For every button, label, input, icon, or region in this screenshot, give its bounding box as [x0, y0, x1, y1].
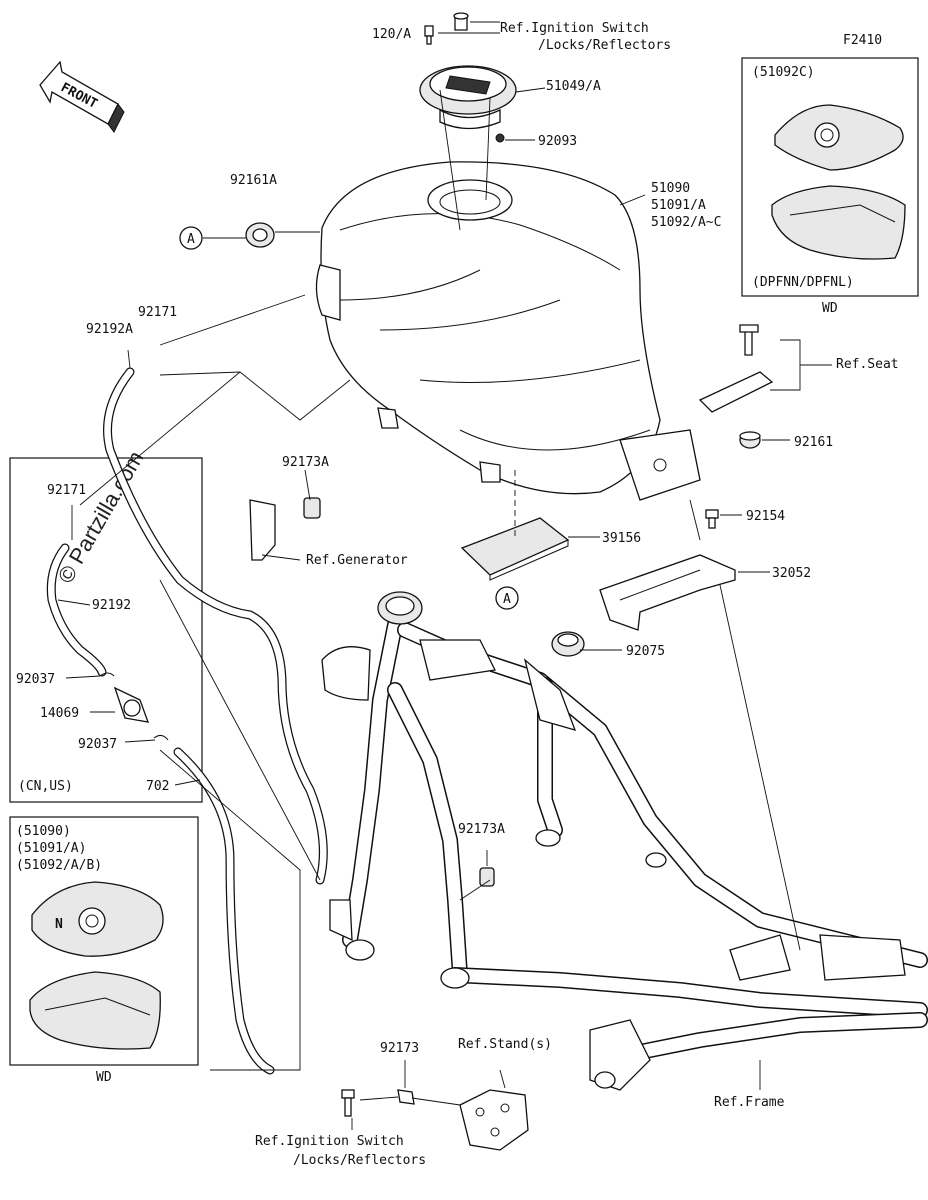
label-92192a: 92192A [86, 322, 133, 337]
collar-92173a-lower [479, 867, 495, 887]
label-ref-seat: Ref.Seat [836, 357, 899, 372]
label-92154: 92154 [746, 509, 785, 524]
label-92173a-upper: 92173A [282, 455, 329, 470]
clamp-92037-b [153, 734, 169, 741]
hose-92192a [103, 367, 328, 885]
label-32052: 32052 [772, 566, 811, 581]
svg-text:N: N [55, 917, 63, 932]
label-51049a: 51049/A [546, 79, 601, 94]
fuel-tank [315, 161, 701, 501]
svg-text:A: A [187, 232, 195, 247]
pad-39156 [460, 517, 570, 581]
bolt-92173 [341, 1089, 415, 1117]
diagram-id: F2410 [843, 33, 882, 48]
label-92173: 92173 [380, 1041, 419, 1056]
label-51091a: 51091/A [651, 198, 706, 213]
label-120a: 120/A [372, 27, 411, 42]
label-92037-lower: 92037 [78, 737, 117, 752]
inset-51092c: (51092C) (DPFNN/DPFNL) WD [741, 57, 919, 316]
grommet-92161a [245, 222, 275, 248]
inset-51090-caption: WD [96, 1070, 112, 1085]
hose-92192 [46, 543, 107, 677]
label-92161a: 92161A [230, 173, 277, 188]
inset-51092c-footer: (DPFNN/DPFNL) [752, 275, 854, 290]
inset-51090: (51090) (51091/A) (51092/A/B) N WD [9, 816, 199, 1085]
label-92093: 92093 [538, 134, 577, 149]
label-14069: 14069 [40, 706, 79, 721]
label-92161: 92161 [794, 435, 833, 450]
inset-51090-line3: (51092/A/B) [16, 858, 102, 873]
label-92171-upper: 92171 [138, 305, 177, 320]
callout-a-left: A [179, 226, 203, 250]
label-702: 702 [146, 779, 169, 794]
label-cn-us: (CN,US) [18, 779, 73, 794]
callout-a-frame: A [495, 586, 519, 610]
label-39156: 39156 [602, 531, 641, 546]
damper-92075 [551, 631, 585, 657]
inset-51092c-caption: WD [822, 301, 838, 316]
label-51092ac: 51092/A~C [651, 215, 721, 230]
label-92171-lower: 92171 [47, 483, 86, 498]
front-arrow-icon: FRONT [39, 60, 125, 133]
collar-92173a-upper [249, 497, 321, 561]
label-92075: 92075 [626, 644, 665, 659]
lock-cylinder [453, 12, 469, 31]
part-labels: 120/A Ref.Ignition Switch /Locks/Reflect… [16, 21, 899, 1168]
label-ref-ignition-bottom-2: /Locks/Reflectors [293, 1153, 426, 1168]
label-ref-ignition-top-2: /Locks/Reflectors [538, 38, 671, 53]
inset-51090-line2: (51091/A) [16, 841, 86, 856]
bolt-120a [424, 25, 434, 45]
label-51090: 51090 [651, 181, 690, 196]
clamp-92037-a [99, 672, 115, 677]
watermark: © Partzilla.com [53, 447, 149, 588]
label-ref-ignition-top-1: Ref.Ignition Switch [500, 21, 649, 36]
label-92192: 92192 [92, 598, 131, 613]
washer-92093 [495, 133, 505, 143]
leader-lines [57, 21, 832, 1130]
seat-bracket [698, 324, 774, 449]
label-92037-upper: 92037 [16, 672, 55, 687]
fuel-cap [419, 65, 517, 130]
filter-14069 [113, 686, 149, 723]
cn-us-box [9, 457, 203, 803]
hose-702 [173, 747, 275, 1075]
label-ref-ignition-bottom-1: Ref.Ignition Switch [255, 1134, 404, 1149]
inset-51092c-header: (51092C) [752, 65, 815, 80]
label-ref-frame: Ref.Frame [714, 1095, 785, 1110]
frame [321, 591, 928, 1091]
label-92173a-lower: 92173A [458, 822, 505, 837]
bracket-32052 [599, 554, 736, 631]
bolt-92154 [705, 509, 719, 529]
inset-51090-line1: (51090) [16, 824, 71, 839]
svg-text:A: A [503, 592, 511, 607]
label-ref-stand: Ref.Stand(s) [458, 1037, 552, 1052]
stand-bracket [459, 1089, 529, 1151]
label-ref-generator: Ref.Generator [306, 553, 408, 568]
